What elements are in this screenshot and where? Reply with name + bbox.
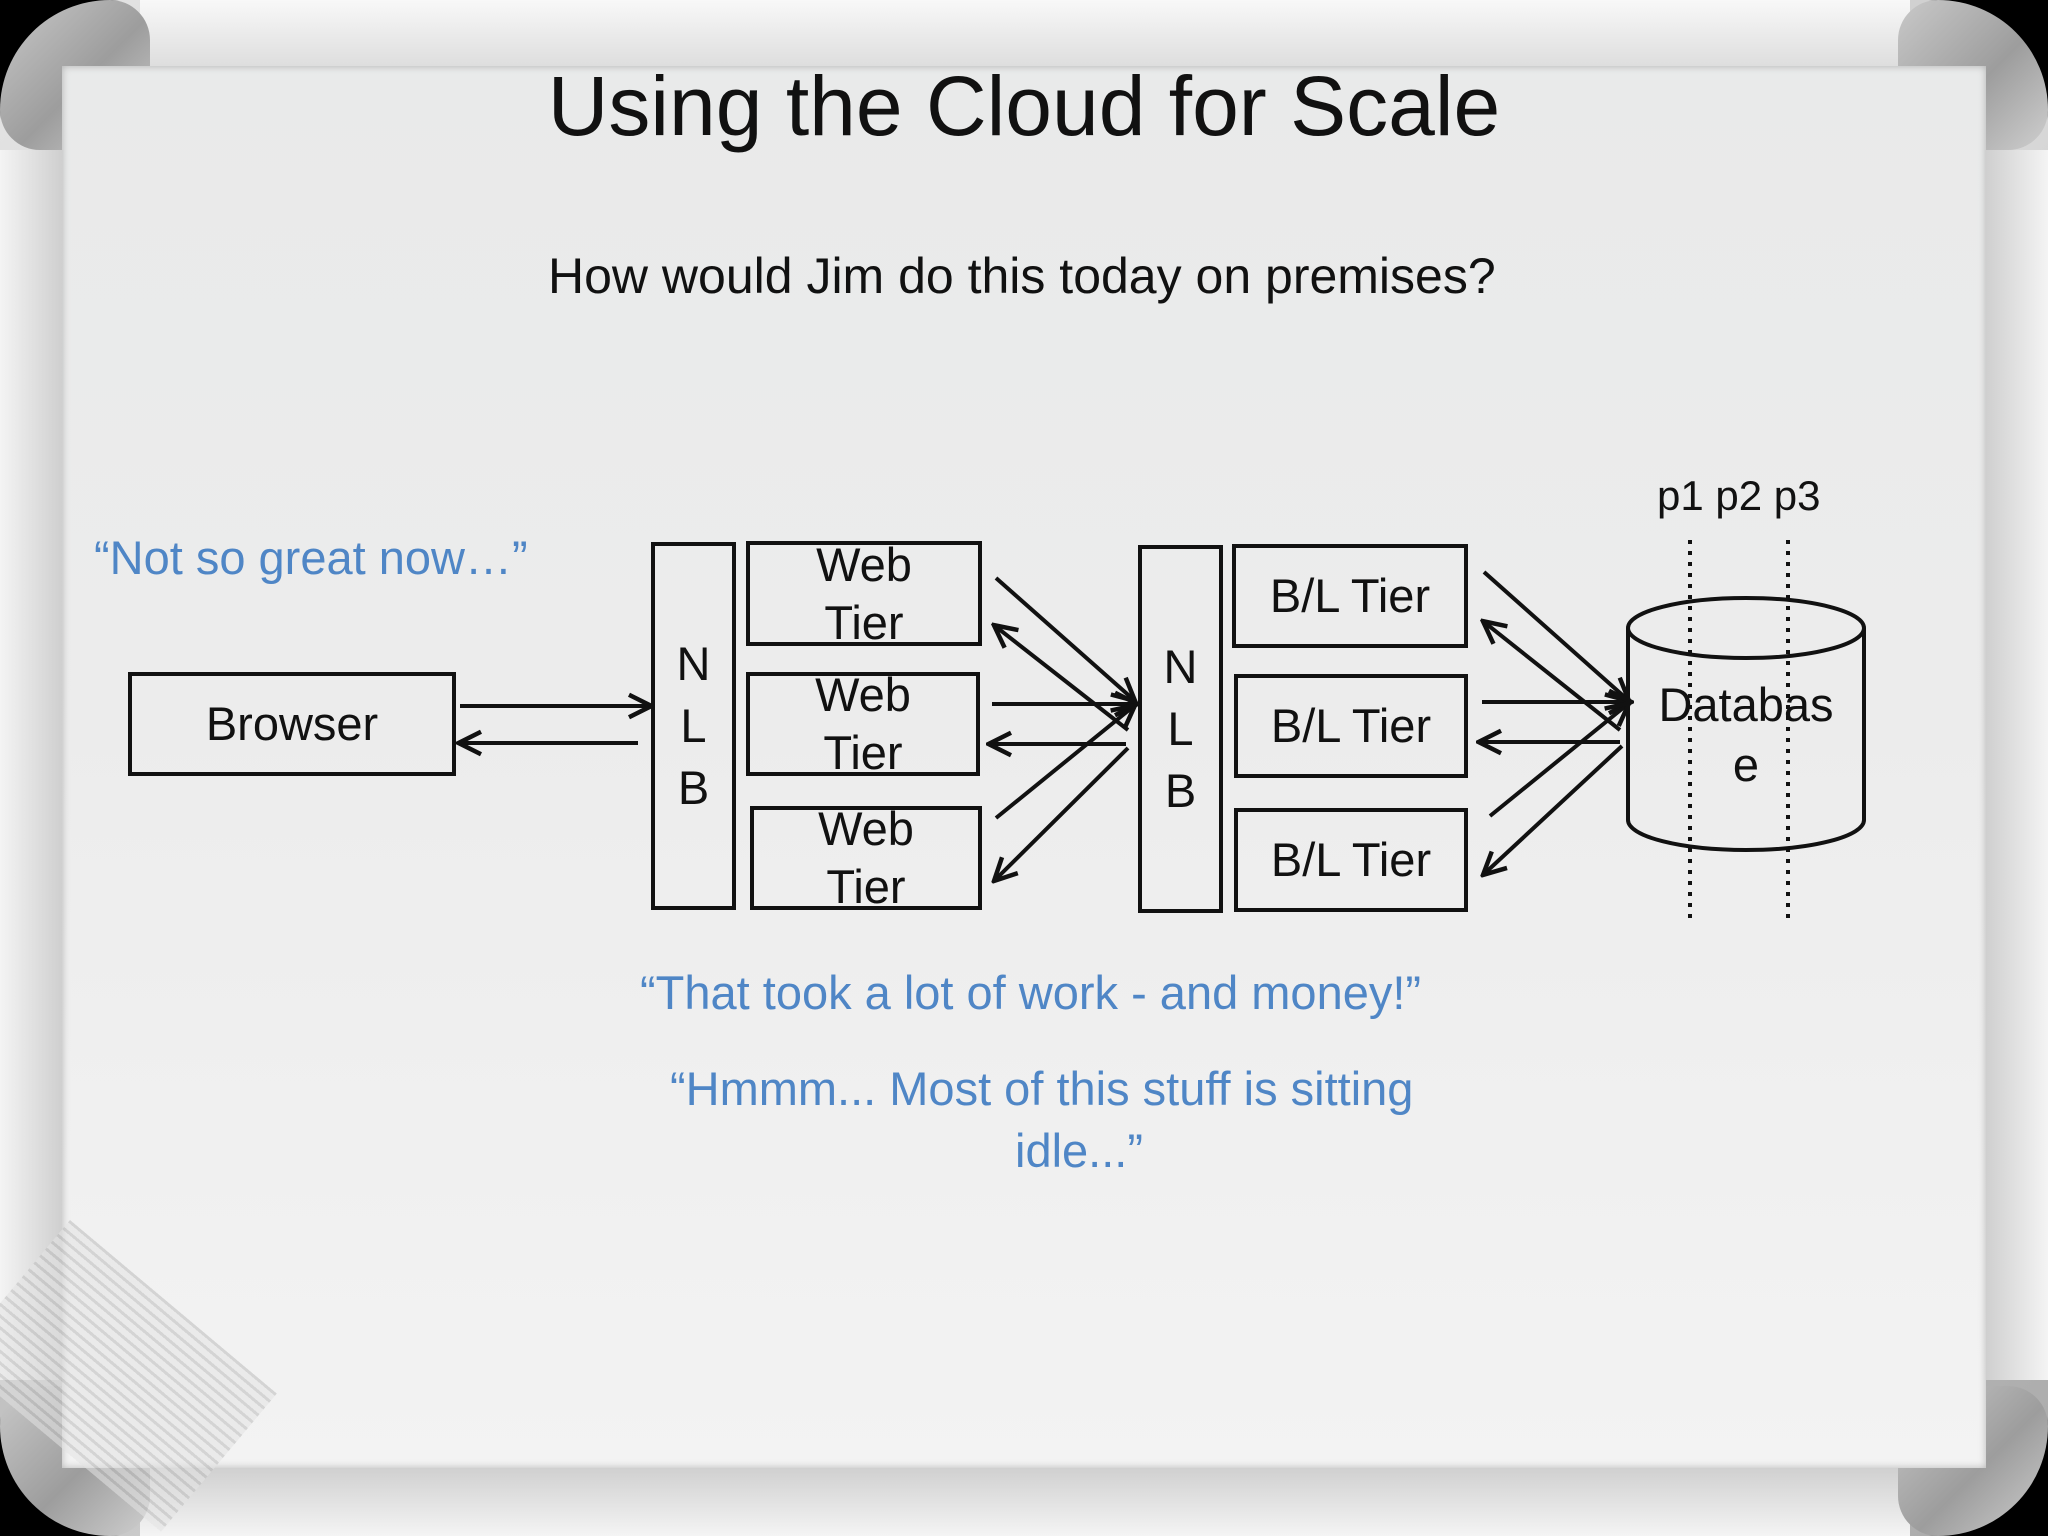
- arrow-web3-to-nlb2: [994, 706, 1134, 820]
- quote-idle-line2: idle...”: [1015, 1124, 1143, 1177]
- arrow-db-to-bl3: [1484, 744, 1624, 874]
- web-tier-box-2: Web Tier: [746, 668, 980, 779]
- frame-rail-right: [1986, 150, 2048, 1380]
- bl-tier-2-label: B/L Tier: [1270, 699, 1432, 752]
- nlb-box-2: N L B: [1138, 545, 1223, 913]
- arrow-web1-to-nlb2: [994, 576, 1134, 700]
- web-tier-box-1: Web Tier: [746, 538, 982, 649]
- web-tier-box-3: Web Tier: [750, 802, 982, 913]
- nlb1-letter-b: B: [677, 761, 710, 814]
- database-cylinder-body: [1626, 628, 1866, 852]
- browser-box: Browser: [128, 672, 456, 776]
- nlb2-letter-b: B: [1164, 764, 1197, 817]
- browser-label: Browser: [205, 697, 379, 750]
- arrow-nlb2-to-web3: [995, 746, 1130, 880]
- bl-tier-box-1: B/L Tier: [1232, 544, 1468, 648]
- nlb1-letter-l: L: [680, 699, 707, 752]
- nlb1-letter-n: N: [676, 637, 711, 690]
- bl-tier-box-2: B/L Tier: [1234, 674, 1468, 778]
- web-tier-1-line2: Tier: [824, 595, 904, 649]
- nlb2-letter-l: L: [1167, 702, 1194, 755]
- web-tier-2-line2: Tier: [823, 726, 903, 779]
- whiteboard-surface: [62, 66, 1986, 1468]
- partition-labels: p1 p2 p3: [1657, 472, 1821, 519]
- web-tier-2-line1: Web: [815, 668, 911, 721]
- frame-rail-bottom: [140, 1468, 1910, 1536]
- quote-not-so-great: “Not so great now…”: [94, 531, 528, 584]
- arrow-nlb2-to-web1: [995, 626, 1130, 732]
- web-tier-3-line1: Web: [818, 802, 914, 855]
- web-tier-1-line1: Web: [816, 537, 912, 591]
- frame-rail-top: [140, 0, 1910, 66]
- slide-title: Using the Cloud for Scale: [547, 59, 1501, 153]
- slide-subtitle: How would Jim do this today on premises?: [548, 248, 1496, 304]
- database-label: Databas e: [1628, 675, 1864, 795]
- bl-tier-1-label: B/L Tier: [1269, 569, 1431, 622]
- arrow-bl1-to-db: [1482, 570, 1628, 700]
- database-label-line1: Databas: [1658, 678, 1834, 731]
- arrow-db-to-bl1: [1484, 622, 1622, 732]
- database-cylinder-top: [1626, 596, 1866, 660]
- nlb2-letter-n: N: [1163, 640, 1198, 693]
- arrow-bl3-to-db: [1488, 704, 1628, 818]
- quote-idle-line1: “Hmmm... Most of this stuff is sitting: [670, 1062, 1414, 1115]
- bl-tier-3-label: B/L Tier: [1270, 833, 1432, 886]
- quote-lot-of-work: “That took a lot of work - and money!”: [640, 966, 1422, 1019]
- web-tier-3-line2: Tier: [826, 860, 906, 913]
- frame-rail-left: [0, 150, 62, 1380]
- database-label-line2: e: [1732, 738, 1760, 791]
- nlb-box-1: N L B: [651, 542, 736, 910]
- bl-tier-box-3: B/L Tier: [1234, 808, 1468, 912]
